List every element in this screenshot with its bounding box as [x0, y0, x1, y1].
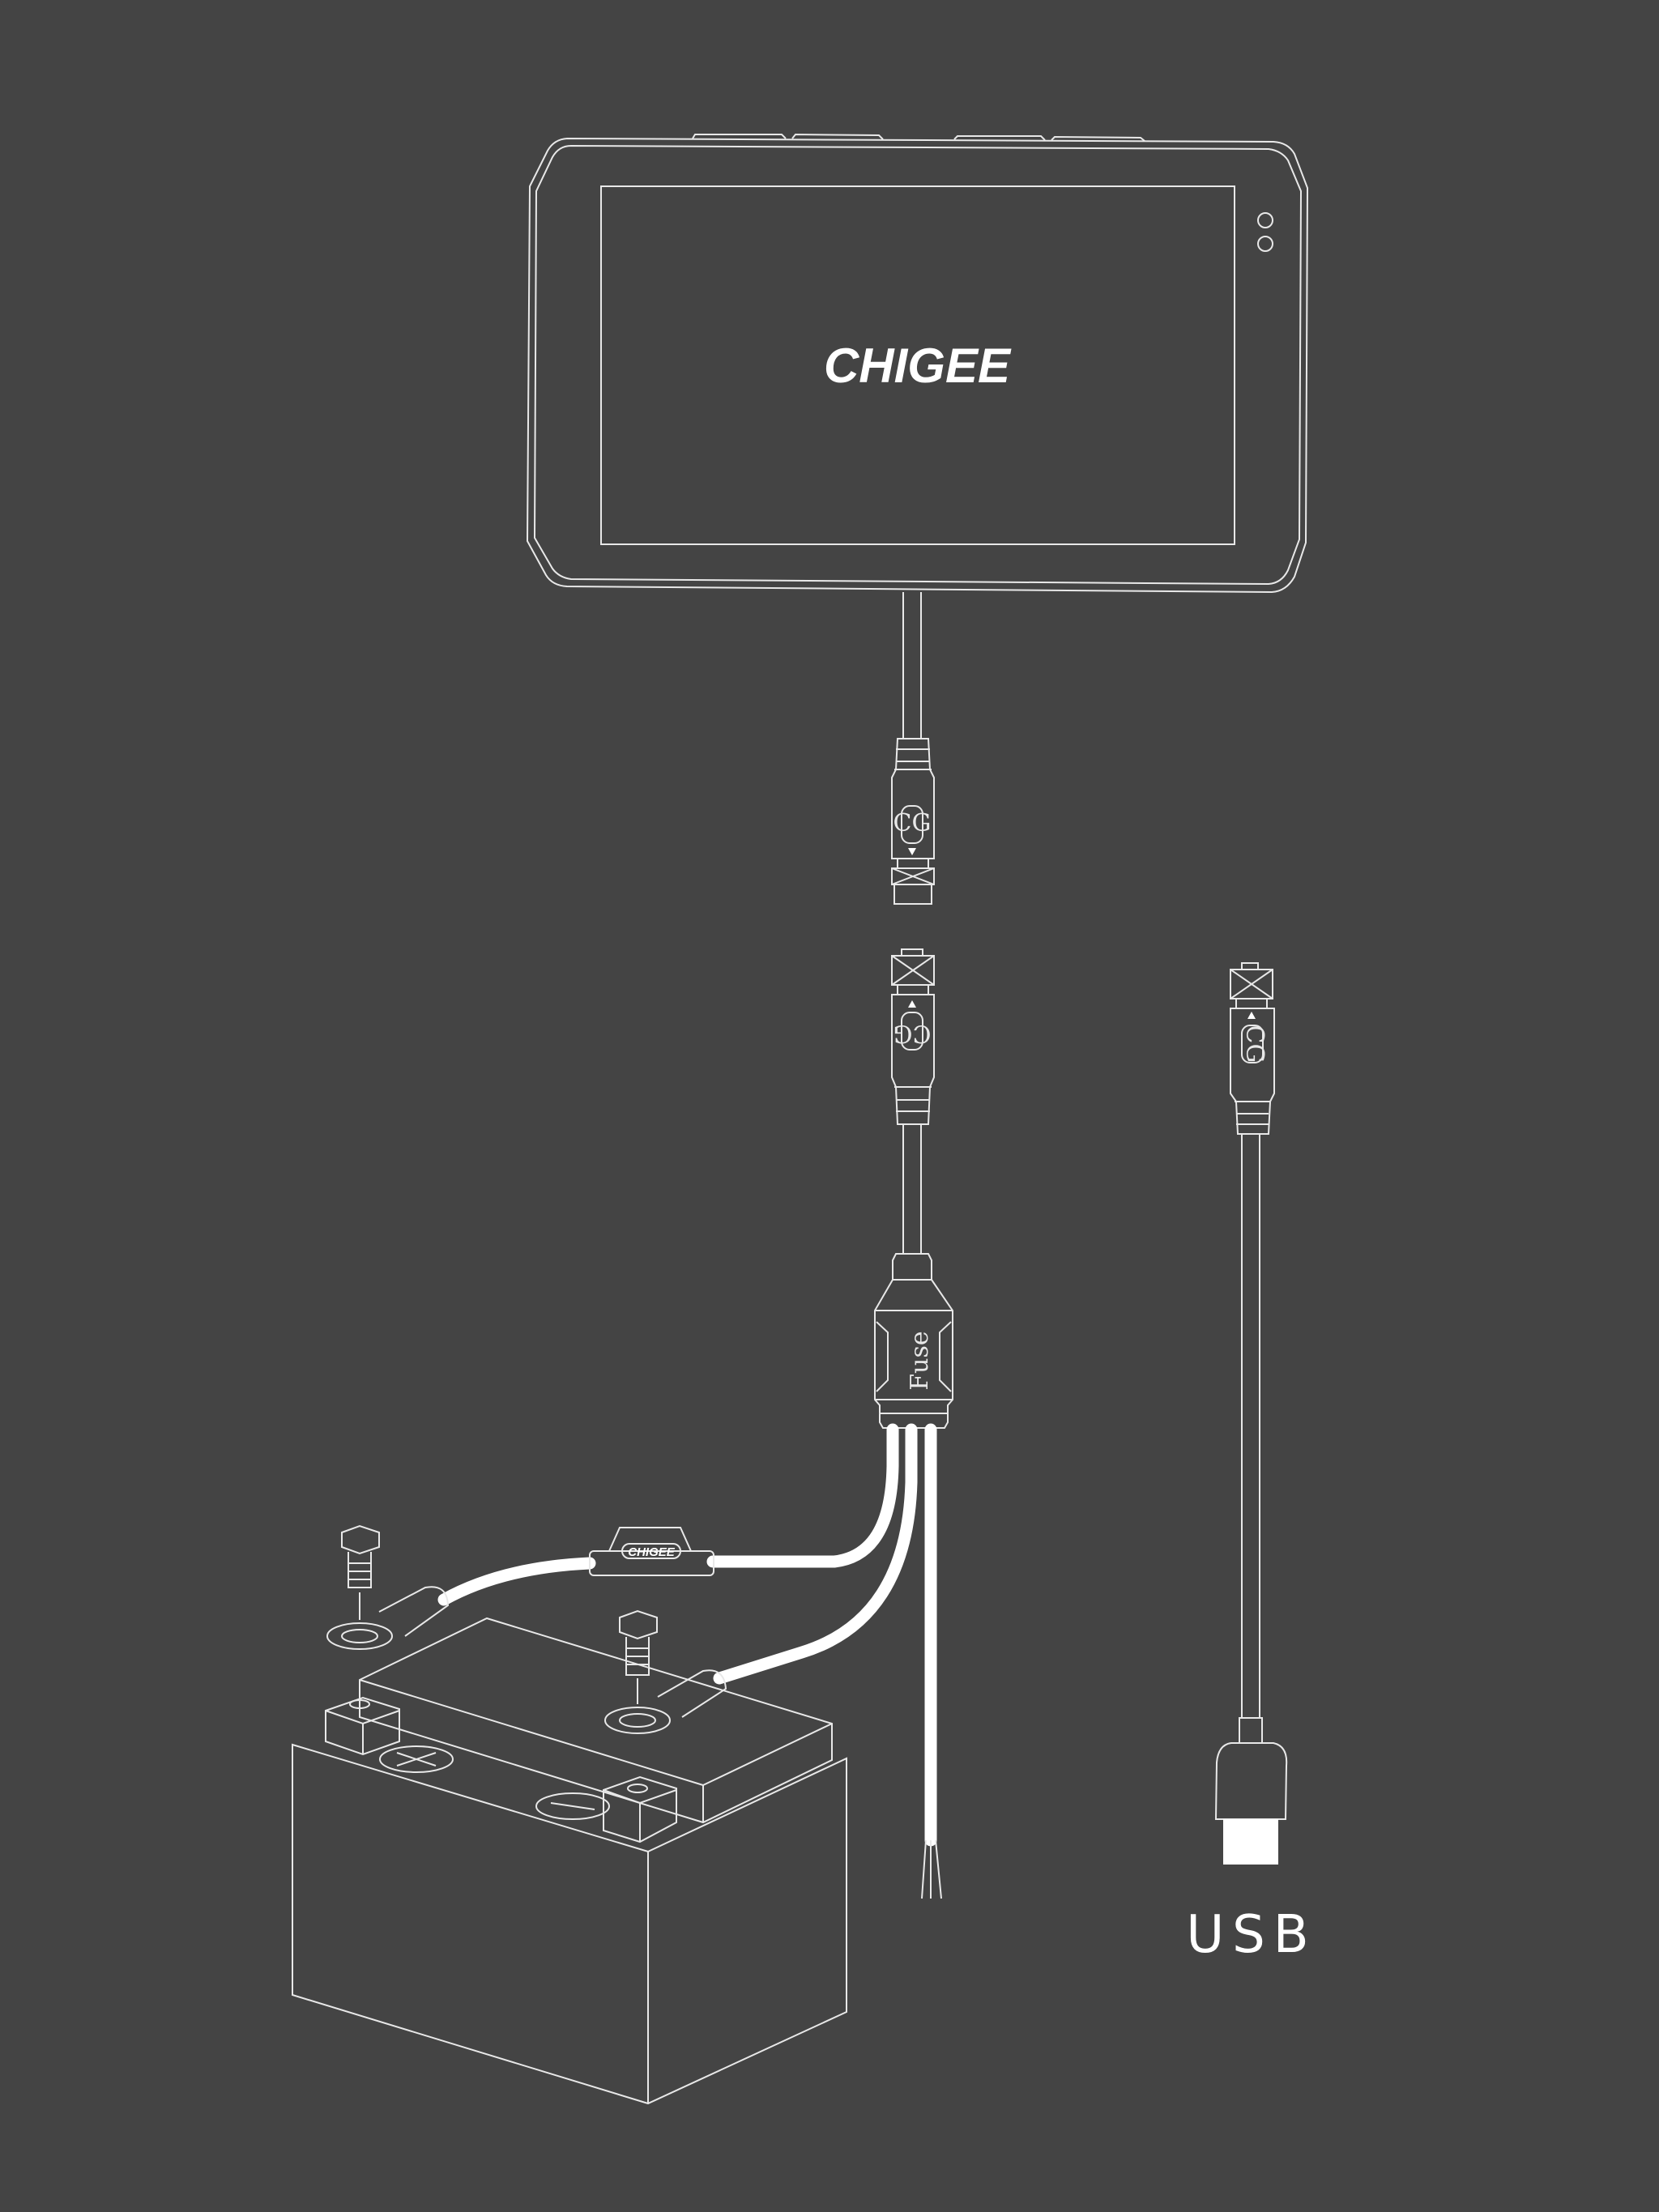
- fuse-label: Fuse: [906, 1331, 934, 1390]
- ring-terminal-positive: [326, 1586, 450, 1650]
- connector-female: CG: [891, 948, 935, 1125]
- positive-wire: [706, 1423, 899, 1568]
- bolt-icon: [619, 1609, 658, 1704]
- battery: [292, 1617, 847, 2105]
- chigee-logo: CHIGEE: [824, 339, 1012, 393]
- sensor-icon: [1257, 236, 1273, 252]
- ring-terminal-negative: [604, 1669, 727, 1734]
- display-device: CHIGEE: [526, 133, 1309, 594]
- cg-mark: CG: [893, 1019, 932, 1047]
- fuse-holder-logo: CHIGEE: [628, 1545, 676, 1559]
- cg-mark: CG: [893, 809, 932, 837]
- usb-label: USB: [1186, 1905, 1316, 1965]
- cg-mark: CG: [1240, 1025, 1269, 1063]
- screen: [600, 185, 1235, 545]
- usb-cable: CG USB: [1186, 962, 1316, 1965]
- fuse-box: Fuse: [874, 1253, 953, 1429]
- negative-wire: [713, 1423, 918, 1685]
- minus-icon: [535, 1792, 610, 1820]
- positive-wire-terminal: [437, 1557, 596, 1606]
- bolt-icon: [341, 1524, 380, 1620]
- plus-icon: [379, 1745, 454, 1773]
- inline-fuse-holder: CHIGEE: [589, 1527, 714, 1576]
- sensor-icon: [1257, 212, 1273, 228]
- usb-plug: [1223, 1819, 1278, 1865]
- connector-male: CG: [891, 738, 935, 905]
